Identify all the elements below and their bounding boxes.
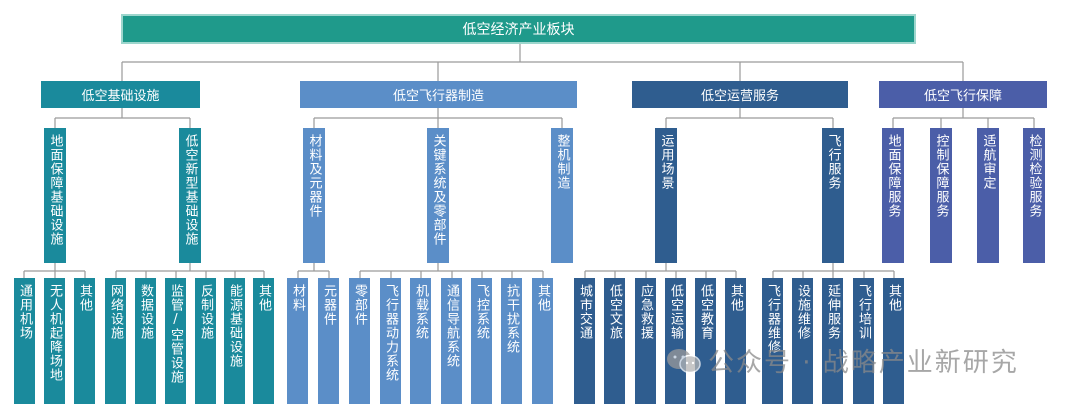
item-label: 低空运输 (668, 284, 683, 340)
item-label: 其他 (886, 284, 901, 312)
item-countermeasure-facilities: 反制设施 (195, 278, 216, 404)
item-label: 其他 (77, 284, 92, 312)
item-label: 监管/空管设施 (168, 284, 183, 384)
item-label: 飞行器维修 (765, 284, 780, 354)
sub-label: 关键系统及零部件 (430, 134, 446, 246)
sub-ground-support-infrastructure: 地面保障基础设施 (44, 128, 66, 263)
sub-ground-support-services: 地面保障服务 (882, 128, 904, 263)
category-infrastructure: 低空基础设施 (41, 81, 200, 108)
watermark-text: 公众号 · 战略产业新研究 (708, 348, 1019, 378)
root-label: 低空经济产业板块 (462, 22, 575, 38)
item-label: 元器件 (321, 284, 336, 326)
item-flight-training: 飞行培训 (853, 278, 874, 404)
sub-label: 检测检验服务 (1026, 134, 1042, 218)
item-label: 材料 (290, 284, 305, 312)
item-flight-control-system: 飞控系统 (471, 278, 492, 404)
item-anti-jamming-system: 抗干扰系统 (501, 278, 522, 404)
sub-complete-aircraft: 整机制造 (551, 128, 573, 263)
item-label: 机载系统 (413, 284, 428, 340)
wechat-icon (667, 348, 701, 373)
item-drone-landing-site: 无人机起降场地 (44, 278, 65, 404)
category-label: 低空飞行保障 (923, 89, 1002, 104)
category-label: 低空基础设施 (81, 89, 160, 104)
item-airborne-system: 机载系统 (410, 278, 431, 404)
item-other: 其他 (532, 278, 553, 404)
item-urban-transport: 城市交通 (574, 278, 595, 404)
item-aircraft-maintenance: 飞行器维修 (762, 278, 783, 404)
item-facility-maintenance: 设施维修 (792, 278, 813, 404)
item-other: 其他 (74, 278, 95, 404)
watermark: 公众号 · 战略产业新研究 (666, 342, 1019, 379)
category-label: 低空运营服务 (700, 89, 779, 104)
sub-label: 运用场景 (658, 134, 674, 190)
sub-label: 地面保障服务 (885, 134, 901, 218)
category-flight-support: 低空飞行保障 (879, 81, 1047, 108)
item-label: 应急救援 (638, 284, 653, 340)
item-label: 其他 (728, 284, 743, 312)
item-general-airport: 通用机场 (14, 278, 35, 404)
sub-label: 飞行服务 (825, 134, 841, 190)
category-label: 低空飞行器制造 (392, 89, 484, 104)
item-energy-infrastructure: 能源基础设施 (224, 278, 245, 404)
root-node: 低空经济产业板块 (121, 14, 916, 44)
item-label: 通用机场 (17, 284, 32, 340)
sub-flight-services: 飞行服务 (822, 128, 844, 263)
item-label: 零部件 (352, 284, 367, 326)
sub-label: 控制保障服务 (933, 134, 949, 218)
item-label: 能源基础设施 (227, 284, 242, 368)
sub-application-scenarios: 运用场景 (655, 128, 677, 263)
category-operation-services: 低空运营服务 (632, 81, 848, 108)
item-label: 低空教育 (698, 284, 713, 340)
sub-airworthiness-certification: 适航审定 (977, 128, 999, 263)
item-propulsion-system: 飞行器动力系统 (380, 278, 401, 404)
category-aircraft-manufacturing: 低空飞行器制造 (300, 81, 577, 108)
item-other: 其他 (883, 278, 904, 404)
item-label: 设施维修 (795, 284, 810, 340)
item-low-altitude-transport: 低空运输 (665, 278, 686, 404)
item-network-facilities: 网络设施 (105, 278, 126, 404)
sub-control-support-services: 控制保障服务 (930, 128, 952, 263)
sub-label: 材料及元器件 (306, 134, 322, 218)
item-label: 抗干扰系统 (504, 284, 519, 354)
item-comm-nav-system: 通信导航系统 (441, 278, 462, 404)
item-label: 低空文旅 (607, 284, 622, 340)
item-components: 元器件 (318, 278, 339, 404)
item-label: 城市交通 (577, 284, 592, 340)
sub-materials-components: 材料及元器件 (303, 128, 325, 263)
item-label: 无人机起降场地 (47, 284, 62, 382)
item-label: 飞行器动力系统 (383, 284, 398, 382)
item-label: 数据设施 (138, 284, 153, 340)
sub-key-systems-parts: 关键系统及零部件 (427, 128, 449, 263)
item-label: 其他 (535, 284, 550, 312)
item-other: 其他 (725, 278, 746, 404)
item-data-facilities: 数据设施 (135, 278, 156, 404)
item-label: 其他 (256, 284, 271, 312)
item-label: 飞控系统 (474, 284, 489, 340)
item-emergency-rescue: 应急救援 (635, 278, 656, 404)
sub-label: 地面保障基础设施 (47, 134, 63, 246)
sub-new-infrastructure: 低空新型基础设施 (179, 128, 201, 263)
sub-label: 整机制造 (554, 134, 570, 190)
item-regulation-atc-facilities: 监管/空管设施 (165, 278, 186, 404)
item-label: 飞行培训 (856, 284, 871, 340)
item-label: 反制设施 (198, 284, 213, 340)
item-materials: 材料 (287, 278, 308, 404)
item-low-altitude-tourism: 低空文旅 (604, 278, 625, 404)
item-other: 其他 (253, 278, 274, 404)
item-label: 通信导航系统 (444, 284, 459, 368)
item-low-altitude-education: 低空教育 (695, 278, 716, 404)
item-extended-services: 延伸服务 (822, 278, 843, 404)
sub-label: 低空新型基础设施 (182, 134, 198, 246)
item-label: 网络设施 (108, 284, 123, 340)
item-label: 延伸服务 (825, 284, 840, 340)
sub-testing-inspection-services: 检测检验服务 (1023, 128, 1045, 263)
item-parts: 零部件 (349, 278, 370, 404)
sub-label: 适航审定 (980, 134, 996, 190)
